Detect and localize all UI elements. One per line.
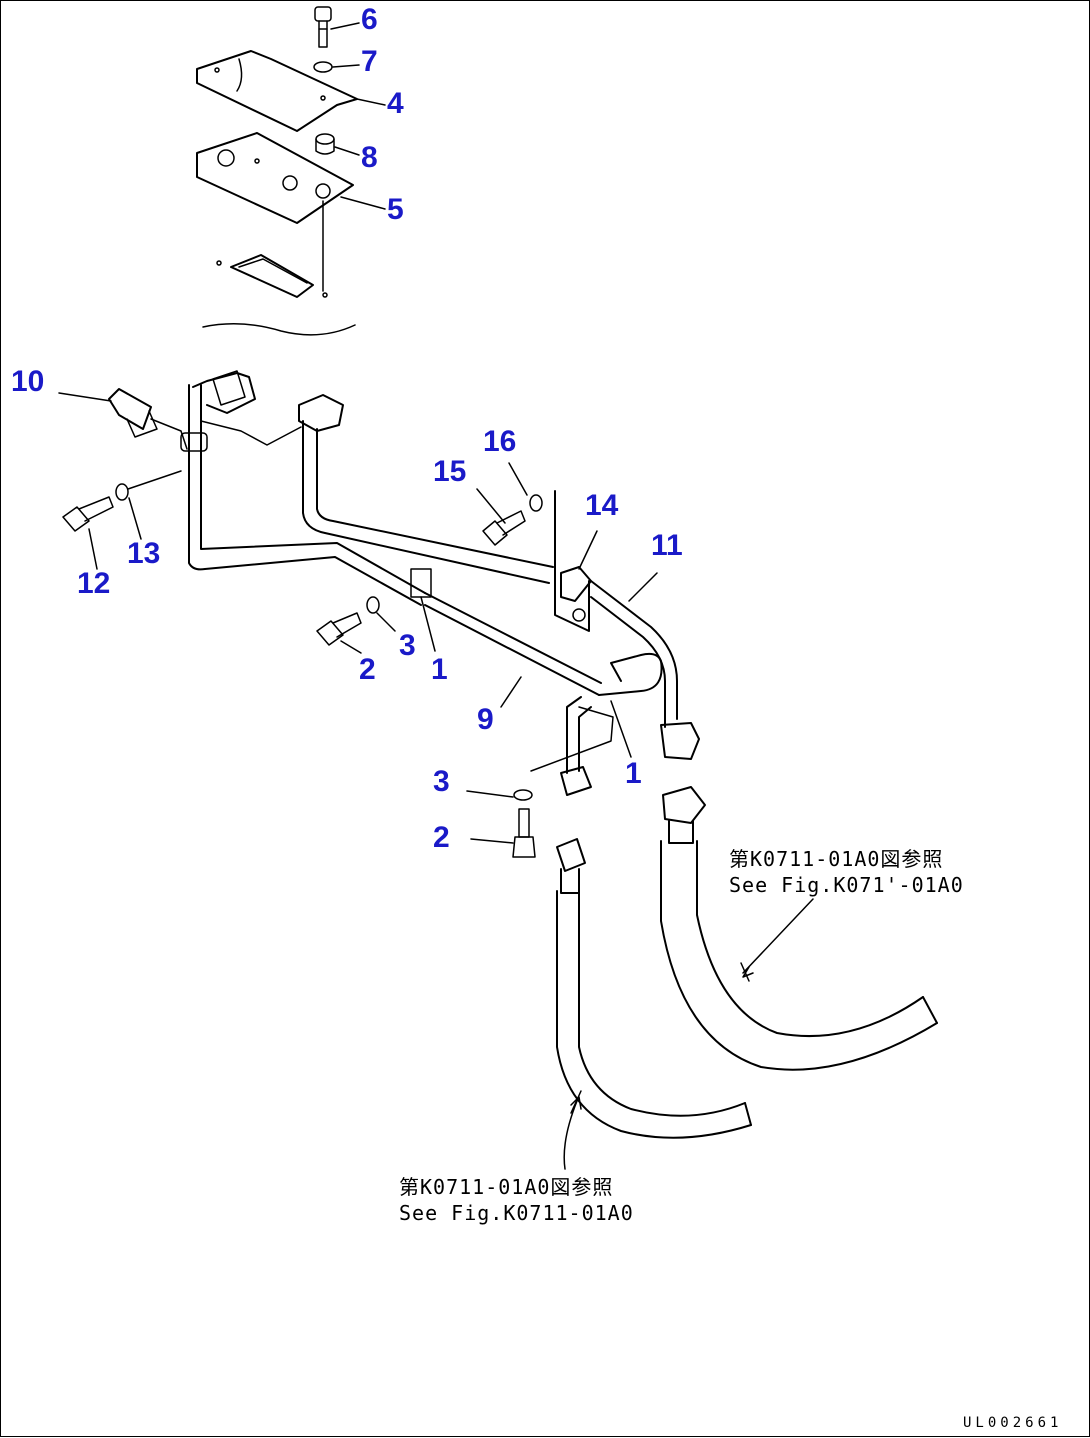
sensor-10-drawing bbox=[108, 388, 188, 450]
callout-1-lower: 1 bbox=[625, 757, 642, 790]
leader-13-to-tee bbox=[127, 470, 182, 490]
clamp-1a-drawing bbox=[410, 568, 432, 598]
reference-right-jp: 第K0711-01A0図参照 bbox=[729, 847, 944, 871]
washer-7-drawing bbox=[313, 61, 333, 73]
callout-4: 4 bbox=[387, 87, 404, 120]
tube-assembly-drawing bbox=[180, 370, 554, 606]
washer-3a-drawing bbox=[366, 596, 380, 614]
callout-3-lower: 3 bbox=[433, 765, 450, 798]
callout-6: 6 bbox=[361, 3, 378, 36]
base-recess-drawing bbox=[202, 254, 356, 336]
washer-13-drawing bbox=[115, 483, 129, 501]
bracket-14-drawing bbox=[554, 490, 592, 632]
callout-leaders bbox=[58, 22, 658, 844]
reference-bottom-jp: 第K0711-01A0図参照 bbox=[399, 1175, 614, 1199]
callout-2-lower: 2 bbox=[433, 821, 450, 854]
reference-bottom-en: See Fig.K0711-01A0 bbox=[399, 1201, 634, 1225]
callout-10: 10 bbox=[11, 365, 45, 398]
bracket-4-drawing bbox=[196, 50, 358, 132]
hose-right-drawing bbox=[660, 786, 938, 1071]
callout-11: 11 bbox=[651, 529, 683, 562]
tube-9-nut bbox=[560, 766, 592, 796]
callout-1-upper: 1 bbox=[431, 653, 448, 686]
bolt-12-drawing bbox=[62, 496, 114, 532]
drawing-code: UL002661 bbox=[963, 1415, 1063, 1431]
washer-16-drawing bbox=[529, 494, 543, 512]
ref-leader-right bbox=[742, 898, 814, 974]
washer-3b-drawing bbox=[513, 789, 533, 801]
tube-loop-drawing bbox=[598, 652, 663, 696]
ref-leader-bottom bbox=[563, 1100, 578, 1170]
bolt-2b-drawing bbox=[512, 808, 536, 858]
bolt-15-drawing bbox=[482, 510, 526, 546]
hose-bottom-drawing bbox=[556, 838, 752, 1139]
callout-5: 5 bbox=[387, 193, 404, 226]
tube-11-nut bbox=[660, 722, 700, 760]
bolt-2a-drawing bbox=[316, 612, 362, 646]
callout-3-upper: 3 bbox=[399, 629, 416, 662]
callout-7: 7 bbox=[361, 45, 378, 78]
tube-11-drawing bbox=[590, 580, 678, 720]
callout-9: 9 bbox=[477, 703, 494, 736]
tube-9-drawing bbox=[424, 604, 600, 696]
callout-13: 13 bbox=[127, 537, 161, 570]
callout-15: 15 bbox=[433, 455, 467, 488]
reference-right-en: See Fig.K071'-01A0 bbox=[729, 873, 964, 897]
plate-5-drawing bbox=[196, 132, 354, 292]
callout-16: 16 bbox=[483, 425, 517, 458]
callout-12: 12 bbox=[77, 567, 111, 600]
callout-8: 8 bbox=[361, 141, 378, 174]
callout-2-upper: 2 bbox=[359, 653, 376, 686]
bolt-6-drawing bbox=[314, 6, 332, 48]
callout-14: 14 bbox=[585, 489, 619, 522]
nut-8-drawing bbox=[315, 133, 335, 155]
